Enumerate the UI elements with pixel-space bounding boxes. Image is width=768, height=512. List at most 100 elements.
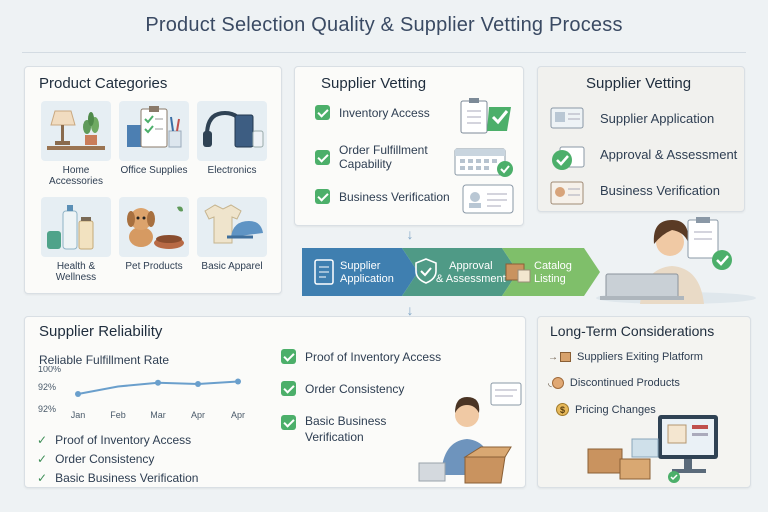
long-term-title: Long-Term Considerations <box>550 323 715 339</box>
business-verification-label: Business Verification <box>600 183 720 198</box>
category-label: Home Accessories <box>49 165 103 187</box>
category-home-accessories[interactable]: Home Accessories <box>39 101 113 187</box>
longterm-item-discontinued: ◟ Discontinued Products <box>548 377 680 389</box>
dollar-coin-icon: $ <box>556 403 569 416</box>
check-icon: ✓ <box>37 433 48 447</box>
check-label: Proof of Inventory Access <box>305 349 442 364</box>
product-categories-title: Product Categories <box>39 75 168 92</box>
data-point <box>75 391 81 397</box>
approval-check-icon <box>550 145 586 178</box>
data-point <box>195 381 201 387</box>
approval-assessment-label: Approval & Assessment <box>600 147 738 162</box>
vetting-item-label: Order Fulfillment Capability <box>339 143 428 171</box>
flow-step-catalog[interactable]: Catalog Listing <box>534 260 572 285</box>
right-check-1: Proof of Inventory Access <box>281 349 441 364</box>
title-divider <box>22 52 746 53</box>
arrow-down-icon: ↓ <box>406 302 414 318</box>
supplier-reliability-title: Supplier Reliability <box>39 323 163 340</box>
category-label: Pet Products <box>125 261 183 272</box>
supplier-reliability-panel: Supplier Reliability Reliable Fulfillmen… <box>24 316 526 488</box>
category-pet-products[interactable]: Pet Products <box>117 197 191 272</box>
category-health-wellness[interactable]: Health & Wellness <box>39 197 113 283</box>
supplier-vetting-title-right: Supplier Vetting <box>586 75 692 92</box>
data-point <box>155 379 161 386</box>
id-card-icon <box>461 183 515 220</box>
process-flow: Supplier Application Approval & Assessme… <box>302 248 602 296</box>
flow-step-catalog-bg <box>502 248 600 296</box>
longterm-item-pricing: $ Pricing Changes <box>556 403 656 416</box>
supplier-vetting-panel-right: Supplier Vetting Supplier Application Ap… <box>537 66 745 212</box>
longterm-label: Discontinued Products <box>569 377 680 389</box>
check-label: Basic Business Verification <box>55 471 199 485</box>
bottles-icon <box>41 197 111 257</box>
supplier-application-label: Supplier Application <box>600 111 715 126</box>
vetting-item-label: Inventory Access <box>339 105 430 120</box>
chart-title: Reliable Fulfillment Rate <box>39 353 170 367</box>
check-label: Proof of Inventory Access <box>55 433 192 447</box>
check-label: Basic Business Verification <box>305 414 387 444</box>
vetting-item-label: Business Verification <box>339 189 450 204</box>
dog-icon <box>119 197 189 257</box>
x-tick-label: Apr <box>231 410 245 420</box>
data-point <box>235 378 241 385</box>
category-basic-apparel[interactable]: Basic Apparel <box>195 197 269 272</box>
y-tick-label: 92% <box>38 382 56 392</box>
x-tick-label: Feb <box>110 410 126 420</box>
check-icon <box>281 349 296 364</box>
x-tick-label: Mar <box>150 410 166 420</box>
category-label: Basic Apparel <box>201 261 263 272</box>
check-icon <box>281 381 296 396</box>
right-check-2: Order Consistency <box>281 381 404 396</box>
category-label: Electronics <box>207 165 257 176</box>
tag-icon: ◟ <box>548 377 564 389</box>
left-check-3: ✓ Basic Business Verification <box>37 471 198 485</box>
category-label: Office Supplies <box>120 165 188 176</box>
check-label: Order Consistency <box>305 381 405 396</box>
y-tick-label: 100% <box>38 366 61 374</box>
monitor-boxes-illustration <box>558 409 748 492</box>
check-icon <box>281 415 296 430</box>
vetting-item-business: Business Verification <box>315 189 450 204</box>
long-term-panel: Long-Term Considerations → Suppliers Exi… <box>537 316 751 488</box>
flow-step-application[interactable]: Supplier Application <box>340 260 394 285</box>
person-boxes-illustration <box>405 375 525 492</box>
supplier-vetting-title: Supplier Vetting <box>321 75 427 92</box>
vetting-item-inventory: Inventory Access <box>315 105 430 120</box>
clipboard-icon <box>119 101 189 161</box>
supplier-vetting-panel: Supplier Vetting Inventory Access Order … <box>294 66 524 226</box>
x-tick-label: Jan <box>71 410 86 420</box>
business-doc-icon <box>550 179 586 212</box>
flow-step-approval[interactable]: Approval & Assessment <box>436 260 506 285</box>
x-tick-label: Apr <box>191 410 205 420</box>
clipboard-check-icon <box>459 97 515 142</box>
y-tick-label: 92% <box>38 404 56 414</box>
calendar-icon <box>453 145 515 184</box>
check-icon: ✓ <box>37 452 48 466</box>
page-title: Product Selection Quality & Supplier Vet… <box>145 14 623 36</box>
product-categories-panel: Product Categories Home Accessories <box>24 66 282 294</box>
shield-check-icon <box>414 258 438 289</box>
flow-step-approval-bg <box>402 248 518 296</box>
left-check-2: ✓ Order Consistency <box>37 452 154 466</box>
longterm-label: Suppliers Exiting Platform <box>577 351 703 363</box>
fulfillment-rate-chart: 100% 92% 92% Jan Feb Mar Apr Apr <box>38 366 245 420</box>
arrow-down-icon: ↓ <box>406 226 414 242</box>
left-check-1: ✓ Proof of Inventory Access <box>37 433 191 447</box>
check-label: Order Consistency <box>55 452 155 466</box>
longterm-label: Pricing Changes <box>575 403 656 416</box>
check-icon: ✓ <box>37 471 48 485</box>
check-icon <box>315 149 330 165</box>
headphones-icon <box>197 101 267 161</box>
application-form-icon <box>550 105 586 136</box>
category-electronics[interactable]: Electronics <box>195 101 269 176</box>
right-check-3: Basic Business Verification <box>281 413 386 445</box>
catalog-box-icon <box>504 258 532 291</box>
lamp-plant-icon <box>41 101 111 161</box>
check-icon <box>315 105 330 120</box>
document-icon <box>314 259 334 290</box>
longterm-item-exiting: → Suppliers Exiting Platform <box>548 351 703 363</box>
check-icon <box>315 189 330 204</box>
vetting-item-fulfillment: Order Fulfillment Capability <box>315 143 428 171</box>
box-arrow-icon: → <box>548 352 571 363</box>
category-office-supplies[interactable]: Office Supplies <box>117 101 191 176</box>
